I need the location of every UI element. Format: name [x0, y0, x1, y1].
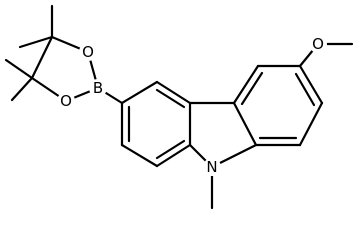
atom-bg-o-upper	[79, 43, 97, 61]
oxygen-methoxy-label: O	[312, 35, 324, 53]
methyl-bond-c4-left	[18, 35, 54, 49]
methyl-bond-c5-left	[4, 58, 34, 80]
atom-bg-nitrogen	[203, 158, 221, 176]
bond-c5a-c5	[232, 64, 260, 105]
bond-c4-c3	[120, 80, 159, 105]
bond-c6-c7-inner	[294, 72, 316, 107]
oxygen-lower-label: O	[60, 92, 72, 110]
bond-c5a-c5-inner	[240, 71, 264, 106]
bond-c7-c8	[298, 101, 324, 147]
atom-bg-boron	[89, 79, 107, 97]
bond-c1-c9a	[155, 143, 192, 168]
bond-c6-c7	[298, 64, 324, 105]
atom-labels: O O B O N	[57, 35, 327, 176]
bond-c2-c1	[120, 143, 159, 168]
bond-c5a-c8a	[232, 101, 258, 147]
methyl-bond-c5-down	[10, 76, 34, 102]
chemical-structure-drawing: O O B O N	[4, 4, 354, 210]
atom-bg-o-lower	[57, 92, 75, 110]
atom-bg-o-methoxy	[309, 35, 327, 53]
bond-c4b-c4	[155, 80, 192, 105]
boron-label: B	[93, 79, 103, 97]
oxygen-upper-label: O	[82, 43, 94, 61]
bond-c4-c5	[30, 35, 54, 80]
nitrogen-label: N	[206, 158, 217, 176]
carbazole-core	[96, 42, 354, 210]
bond-c1-c9a-inner	[155, 139, 186, 160]
bond-c4b-c4-inner	[155, 88, 186, 109]
